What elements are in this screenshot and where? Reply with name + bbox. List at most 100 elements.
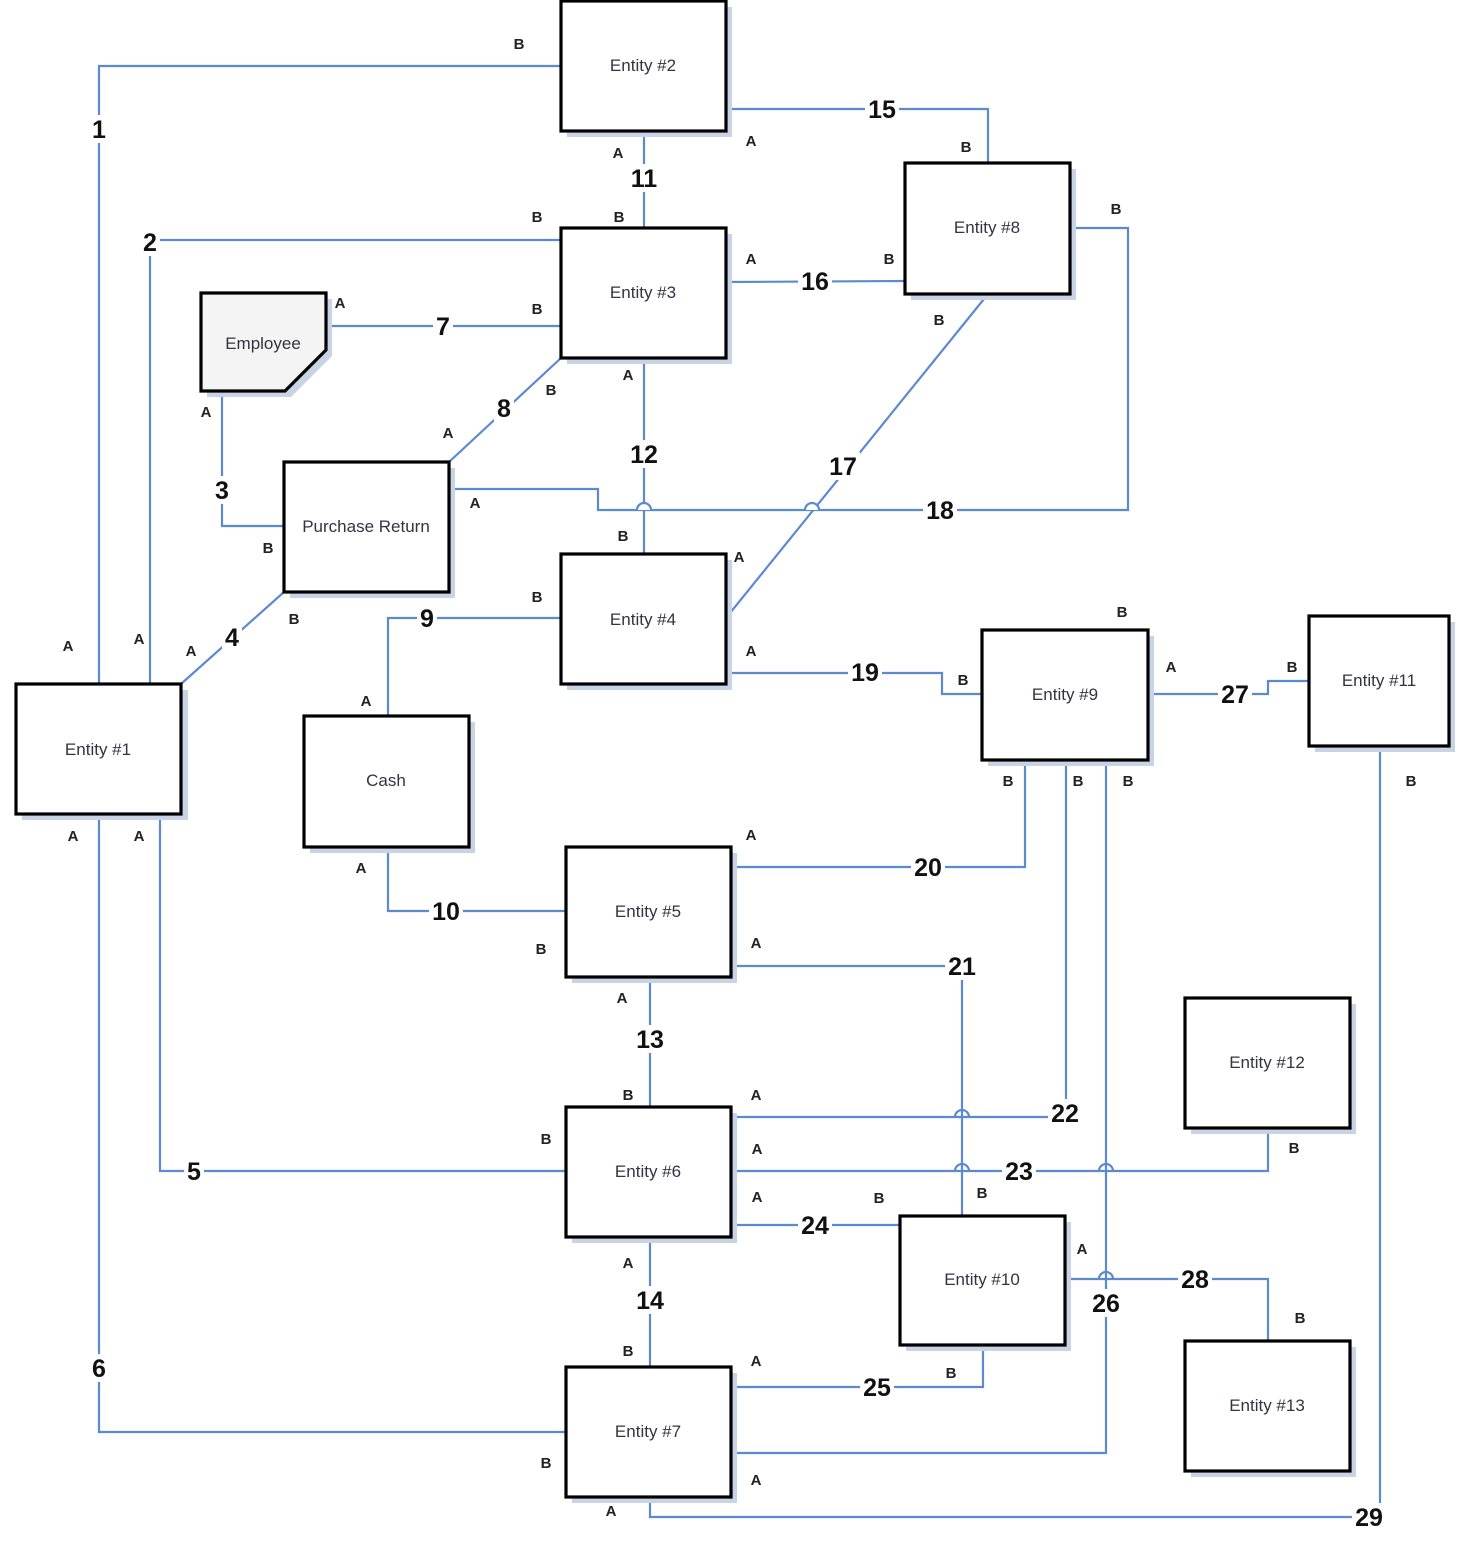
cardinality-a: A (752, 1189, 763, 1206)
entity-11-label: Entity #11 (1342, 671, 1416, 690)
entity-7-label: Entity #7 (615, 1422, 681, 1441)
cardinality-b: B (614, 209, 625, 226)
connector-10 (386, 847, 566, 913)
cardinality-b: B (623, 1343, 634, 1360)
relationship-label: 26 (1092, 1290, 1120, 1318)
relationship-label: 20 (914, 854, 942, 882)
entity-9[interactable]: Entity #9 (980, 628, 1154, 766)
connector-25 (731, 1345, 985, 1389)
cardinality-a: A (470, 495, 481, 512)
crossing-hop (635, 501, 653, 511)
cardinality-a: A (751, 935, 762, 952)
relationship-label: 18 (926, 497, 954, 525)
cardinality-a: A (623, 1255, 634, 1272)
cardinality-a: A (134, 828, 145, 845)
connector-6 (97, 814, 566, 1434)
cardinality-b: B (1406, 773, 1417, 790)
relationship-label: 14 (636, 1287, 664, 1315)
cardinality-b: B (532, 209, 543, 226)
cardinality-a: A (356, 860, 367, 877)
cardinality-b: B (618, 528, 629, 545)
connector-1 (97, 64, 561, 684)
cardinality-b: B (1289, 1140, 1300, 1157)
cardinality-b: B (1287, 659, 1298, 676)
entity-13[interactable]: Entity #13 (1183, 1339, 1356, 1477)
cardinality-a: A (134, 631, 145, 648)
entity-1-label: Entity #1 (65, 740, 131, 759)
connector-23 (731, 1128, 1270, 1173)
relationship-label: 27 (1221, 681, 1249, 709)
connector-5 (158, 814, 566, 1173)
entity-5-label: Entity #5 (615, 902, 681, 921)
entity-11[interactable]: Entity #11 (1307, 614, 1455, 752)
cardinality-a: A (751, 1087, 762, 1104)
cardinality-a: A (751, 1353, 762, 1370)
cardinality-b: B (946, 1365, 957, 1382)
cardinality-b: B (874, 1190, 885, 1207)
cardinality-a: A (201, 404, 212, 421)
cardinality-b: B (541, 1455, 552, 1472)
cardinality-a: A (63, 638, 74, 655)
entity-12-label: Entity #12 (1229, 1053, 1305, 1072)
cash-entity[interactable]: Cash (302, 714, 475, 853)
entity-8[interactable]: Entity #8 (903, 161, 1076, 300)
relationship-label: 10 (432, 898, 460, 926)
entity-4[interactable]: Entity #4 (559, 552, 732, 690)
entity-10[interactable]: Entity #10 (898, 1214, 1071, 1351)
connector-22 (731, 760, 1068, 1119)
cardinality-a: A (68, 828, 79, 845)
entity-4-label: Entity #4 (610, 610, 676, 629)
cardinality-b: B (1117, 604, 1128, 621)
entity-6[interactable]: Entity #6 (564, 1105, 737, 1243)
cardinality-a: A (752, 1141, 763, 1158)
entity-5[interactable]: Entity #5 (564, 845, 737, 983)
cardinality-b: B (1295, 1310, 1306, 1327)
relationship-label: 15 (868, 96, 896, 124)
cash-label: Cash (366, 771, 406, 790)
employee-label: Employee (225, 334, 301, 353)
connector-20 (731, 760, 1027, 869)
connector-28 (1065, 1277, 1270, 1341)
connector-15 (726, 107, 990, 163)
employee-entity[interactable]: Employee (199, 291, 332, 397)
entity-12[interactable]: Entity #12 (1183, 996, 1356, 1134)
cardinality-a: A (361, 693, 372, 710)
purchase-return-entity[interactable]: Purchase Return (282, 460, 455, 598)
entities: Entity #1 Entity #2 Entity #3 Entity #4 … (14, 0, 1455, 1503)
entity-13-label: Entity #13 (1229, 1396, 1305, 1415)
cardinality-b: B (532, 589, 543, 606)
cardinality-a: A (1077, 1241, 1088, 1258)
relationship-label: 13 (636, 1026, 664, 1054)
crossing-hop (1097, 1162, 1115, 1172)
cardinality-a: A (746, 251, 757, 268)
connector-9 (386, 616, 561, 716)
entity-3[interactable]: Entity #3 (559, 226, 732, 364)
relationship-label: 24 (801, 1212, 829, 1240)
purchase-return-label: Purchase Return (302, 517, 430, 536)
entity-8-label: Entity #8 (954, 218, 1020, 237)
cardinality-b: B (977, 1185, 988, 1202)
relationship-label: 29 (1355, 1504, 1383, 1532)
relationship-label: 19 (851, 659, 879, 687)
cardinality-b: B (1111, 201, 1122, 218)
cardinality-markers: A A A A A A A A A A A A A A A A A A A A … (63, 36, 1417, 1520)
relationship-label: 3 (215, 477, 229, 505)
cardinality-b: B (1123, 773, 1134, 790)
connector-19 (726, 671, 982, 696)
entity-1[interactable]: Entity #1 (14, 682, 188, 820)
cardinality-a: A (617, 990, 628, 1007)
cardinality-b: B (934, 312, 945, 329)
relationship-label: 5 (187, 1158, 201, 1186)
relationship-label: 25 (863, 1374, 891, 1402)
cardinality-b: B (546, 382, 557, 399)
cardinality-b: B (514, 36, 525, 53)
cardinality-a: A (746, 827, 757, 844)
connectors (97, 64, 1382, 1519)
cardinality-a: A (746, 643, 757, 660)
relationship-label: 4 (225, 624, 239, 652)
relationship-label: 6 (92, 1355, 106, 1383)
crossing-hop (953, 1108, 971, 1118)
entity-7[interactable]: Entity #7 (564, 1365, 737, 1503)
entity-2[interactable]: Entity #2 (559, 0, 732, 137)
